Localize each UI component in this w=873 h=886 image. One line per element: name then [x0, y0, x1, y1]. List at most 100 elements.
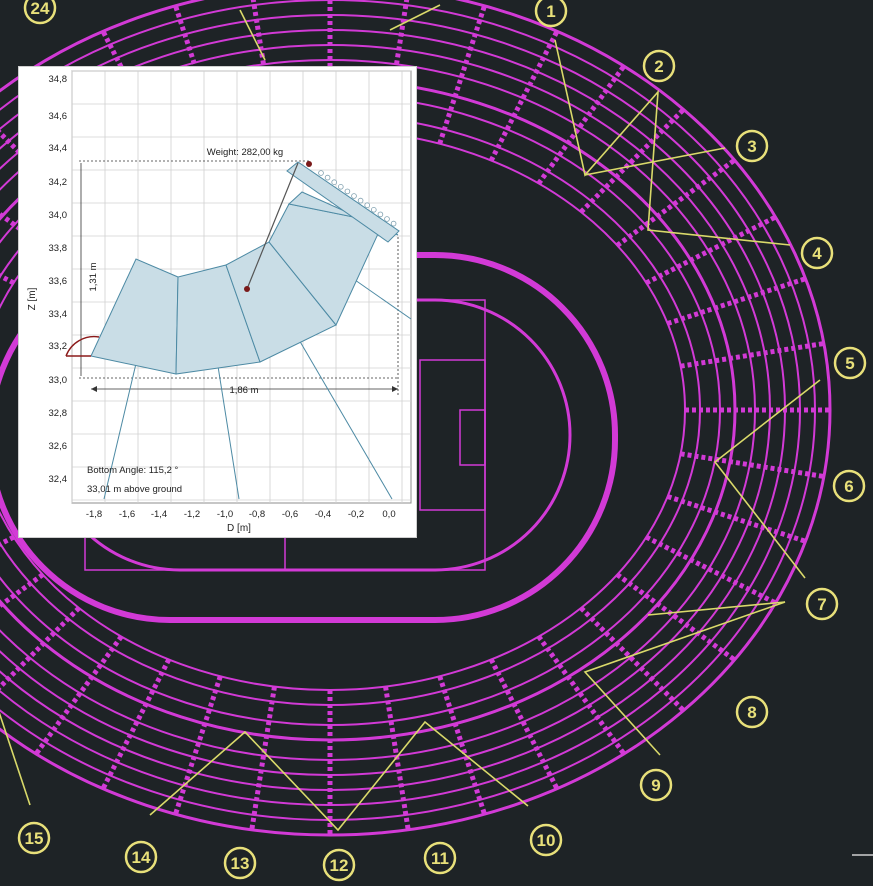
- marker-6[interactable]: 6: [832, 469, 866, 503]
- marker-11[interactable]: 11: [423, 841, 457, 875]
- radial-aisle: [536, 64, 626, 185]
- y-tick: 34,2: [49, 177, 68, 188]
- x-tick: -1,8: [86, 509, 102, 520]
- x-tick: -1,6: [119, 509, 135, 520]
- height-above-ground-label: 33,01 m above ground: [87, 484, 182, 495]
- rigging-hole: [357, 197, 364, 204]
- marker-10[interactable]: 10: [529, 823, 563, 857]
- x-tick: -1,0: [217, 509, 233, 520]
- height-dimension: 1,31 m: [88, 262, 99, 291]
- y-tick: 33,0: [49, 375, 68, 386]
- x-tick: -1,4: [151, 509, 167, 520]
- svg-text:12: 12: [330, 856, 349, 875]
- array-plot: EASE Focus 2 34,8 34,6 34,4 34,2 34,0 33…: [27, 68, 412, 534]
- marker-5[interactable]: 5: [833, 346, 867, 380]
- speaker-coverage-lines: [0, 4, 821, 832]
- radial-aisle: [615, 158, 736, 248]
- y-tick: 33,8: [49, 243, 68, 254]
- radial-aisle: [579, 606, 686, 713]
- marker-14[interactable]: 14: [124, 840, 158, 874]
- marker-circle: [805, 587, 839, 621]
- svg-text:9: 9: [651, 776, 660, 795]
- marker-circle: [322, 848, 356, 882]
- radial-aisle: [666, 494, 807, 544]
- radial-aisle: [488, 30, 560, 162]
- x-tick: -0,4: [315, 509, 331, 520]
- coverage-line: [554, 39, 791, 246]
- radial-aisle: [645, 534, 777, 606]
- x-tick-labels: -1,8 -1,6 -1,4 -1,2 -1,0 -0,8 -0,6 -0,4 …: [86, 509, 396, 520]
- y-tick: 32,4: [49, 474, 68, 485]
- y-tick: 34,4: [49, 143, 68, 154]
- penalty-box: [419, 359, 486, 511]
- marker-15[interactable]: 15: [17, 821, 51, 855]
- radial-aisle: [579, 107, 686, 214]
- marker-4[interactable]: 4: [800, 236, 834, 270]
- marker-circle: [800, 236, 834, 270]
- rigging-hole: [384, 216, 390, 222]
- marker-circle: [223, 846, 257, 880]
- marker-9[interactable]: 9: [639, 768, 673, 802]
- radial-aisle: [0, 606, 81, 691]
- radial-aisle: [249, 686, 277, 831]
- rigging-hole: [377, 211, 384, 218]
- y-tick: 33,4: [49, 309, 68, 320]
- marker-1[interactable]: 1: [534, 0, 568, 28]
- svg-text:8: 8: [747, 703, 756, 722]
- rigging-hole: [331, 179, 338, 185]
- svg-text:7: 7: [817, 595, 826, 614]
- svg-text:10: 10: [537, 831, 556, 850]
- radial-aisle: [680, 451, 825, 479]
- svg-text:13: 13: [231, 854, 250, 873]
- coverage-line: [389, 4, 441, 31]
- svg-text:15: 15: [25, 829, 44, 848]
- x-tick: -0,2: [348, 509, 364, 520]
- marker-circle: [124, 840, 158, 874]
- marker-12[interactable]: 12: [322, 848, 356, 882]
- svg-text:24: 24: [31, 0, 50, 18]
- svg-text:14: 14: [132, 848, 151, 867]
- rigging-hole: [390, 220, 397, 227]
- svg-text:3: 3: [747, 137, 756, 156]
- radial-aisle: [488, 658, 560, 790]
- rigging-hole: [344, 188, 351, 195]
- svg-text:11: 11: [431, 849, 449, 868]
- marker-13[interactable]: 13: [223, 846, 257, 880]
- radial-aisle: [666, 276, 807, 326]
- radial-aisle: [437, 5, 487, 145]
- marker-2[interactable]: 2: [642, 49, 676, 83]
- coverage-line: [583, 601, 786, 756]
- rigging-hole: [351, 193, 357, 199]
- marker-3[interactable]: 3: [735, 129, 769, 163]
- rigging-hole: [337, 184, 344, 190]
- bottom-angle-label: Bottom Angle: 115,2 °: [87, 465, 178, 476]
- stadium-markers: 24 1 2 3 4 5 6 7 8 9 10 11 12 13 14 15: [17, 0, 867, 882]
- radial-aisle: [536, 635, 626, 756]
- coverage-line: [584, 147, 726, 176]
- speaker-array: [65, 161, 400, 375]
- coverage-line: [0, 712, 31, 806]
- bottom-angle-arc: [65, 335, 100, 357]
- y-tick-labels: 34,8 34,6 34,4 34,2 34,0 33,8 33,6 33,4 …: [49, 74, 68, 485]
- center-of-gravity: [244, 286, 250, 292]
- coverage-line: [149, 720, 529, 832]
- marker-7[interactable]: 7: [805, 587, 839, 621]
- seating-radial-aisles: [0, 0, 830, 835]
- y-tick: 32,8: [49, 408, 68, 419]
- radial-aisle: [173, 675, 223, 815]
- goal-box: [459, 409, 486, 466]
- marker-24[interactable]: 24: [23, 0, 57, 25]
- svg-text:4: 4: [812, 244, 822, 263]
- width-dimension: 1,86 m: [229, 385, 258, 396]
- x-tick: -0,8: [249, 509, 265, 520]
- tier-ring: [0, 0, 832, 837]
- marker-8[interactable]: 8: [735, 695, 769, 729]
- radial-aisle: [100, 658, 172, 790]
- marker-circle: [639, 768, 673, 802]
- svg-text:6: 6: [844, 477, 853, 496]
- marker-circle: [833, 346, 867, 380]
- weight-label: Weight: 282,00 kg: [207, 147, 283, 158]
- marker-circle: [534, 0, 568, 28]
- marker-circle: [832, 469, 866, 503]
- y-tick: 34,0: [49, 210, 68, 221]
